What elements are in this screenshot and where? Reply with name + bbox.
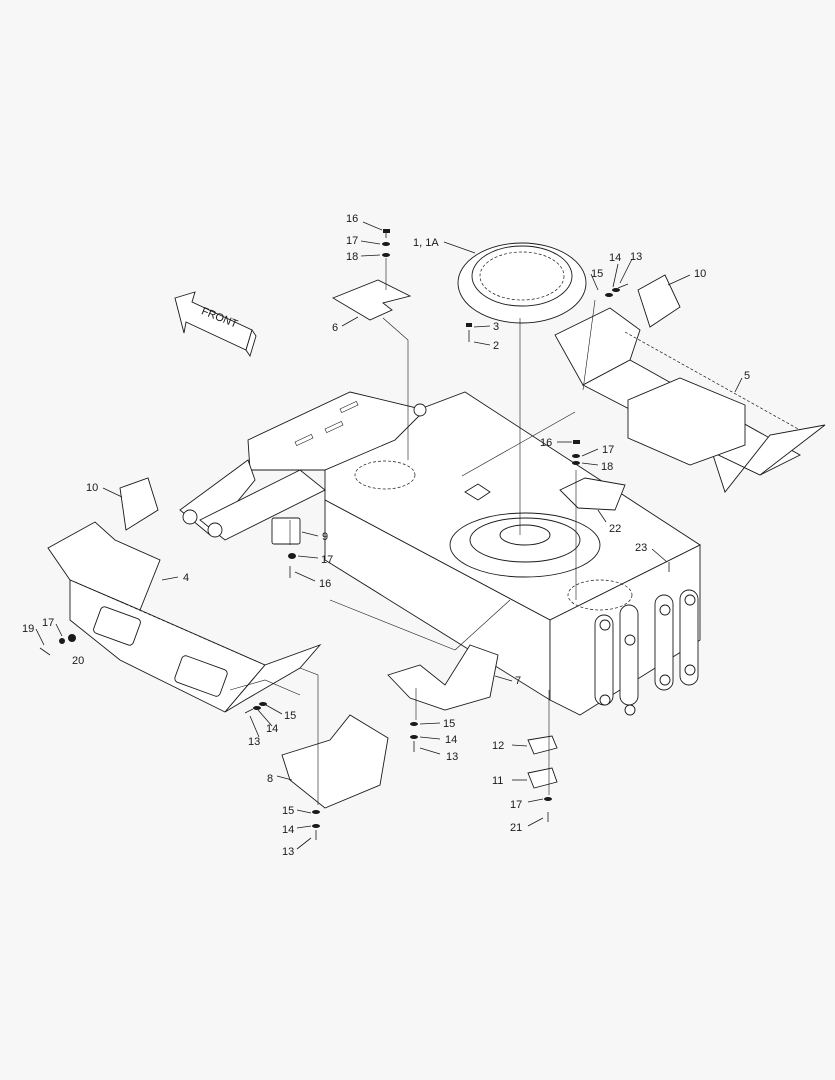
callout-14-guard7: 14 — [445, 734, 457, 746]
callout-15-right: 15 — [591, 268, 603, 280]
callout-15-guard8: 15 — [282, 805, 294, 817]
callout-19: 19 — [22, 623, 34, 635]
callout-5: 5 — [744, 370, 750, 382]
callout-16-top: 16 — [346, 213, 358, 225]
callout-14-left: 14 — [266, 723, 278, 735]
callout-11: 11 — [492, 775, 503, 787]
side-frame-5 — [554, 307, 826, 493]
cover-plate-11 — [527, 767, 558, 789]
callout-20: 20 — [72, 655, 84, 667]
guard-7 — [387, 644, 499, 711]
swing-bearing — [457, 242, 587, 324]
callout-18-mid: 18 — [601, 461, 613, 473]
callout-15-guard7: 15 — [443, 718, 455, 730]
callout-12: 12 — [492, 740, 504, 752]
callout-18-top: 18 — [346, 251, 358, 263]
callout-1-1a: 1, 1A — [413, 237, 439, 249]
callout-14-right: 14 — [609, 252, 621, 264]
front-arrow: FRONT — [174, 291, 257, 358]
callout-17-top: 17 — [346, 235, 358, 247]
callout-17-bottom: 17 — [510, 799, 522, 811]
callout-2: 2 — [493, 340, 499, 352]
callout-9: 9 — [322, 531, 328, 543]
callout-17-left: 17 — [321, 554, 333, 566]
callout-labels: 1, 1A 2 3 4 5 6 7 8 9 10 10 11 12 13 13 … — [22, 213, 750, 858]
callout-3: 3 — [493, 321, 499, 333]
bracket-10-right — [637, 274, 681, 328]
callout-15-left: 15 — [284, 710, 296, 722]
cover-plate-6 — [331, 279, 412, 321]
callout-23: 23 — [635, 542, 647, 554]
callout-14-guard8: 14 — [282, 824, 294, 836]
side-frame-4 — [47, 521, 322, 713]
callout-17-frame4: 17 — [42, 617, 54, 629]
callout-13-guard8: 13 — [282, 846, 294, 858]
bracket-10-left — [119, 477, 159, 531]
guard-8 — [281, 714, 389, 809]
main-frame — [179, 391, 701, 716]
callout-13-left: 13 — [248, 736, 260, 748]
callout-8: 8 — [267, 773, 273, 785]
callout-17-mid: 17 — [602, 444, 614, 456]
fasteners — [39, 229, 670, 840]
callout-21: 21 — [510, 822, 522, 834]
callout-7: 7 — [515, 675, 521, 687]
callout-13-right: 13 — [630, 251, 642, 263]
callout-6: 6 — [332, 322, 338, 334]
leader-lines — [35, 221, 743, 850]
cover-plate-9 — [271, 517, 301, 545]
cover-plate-12 — [527, 735, 558, 755]
callout-22: 22 — [609, 523, 621, 535]
callout-4: 4 — [183, 572, 189, 584]
callout-16-left: 16 — [319, 578, 331, 590]
callout-13-guard7: 13 — [446, 751, 458, 763]
callout-16-mid: 16 — [540, 437, 552, 449]
callout-10-right: 10 — [694, 268, 706, 280]
callout-10-left: 10 — [86, 482, 98, 494]
